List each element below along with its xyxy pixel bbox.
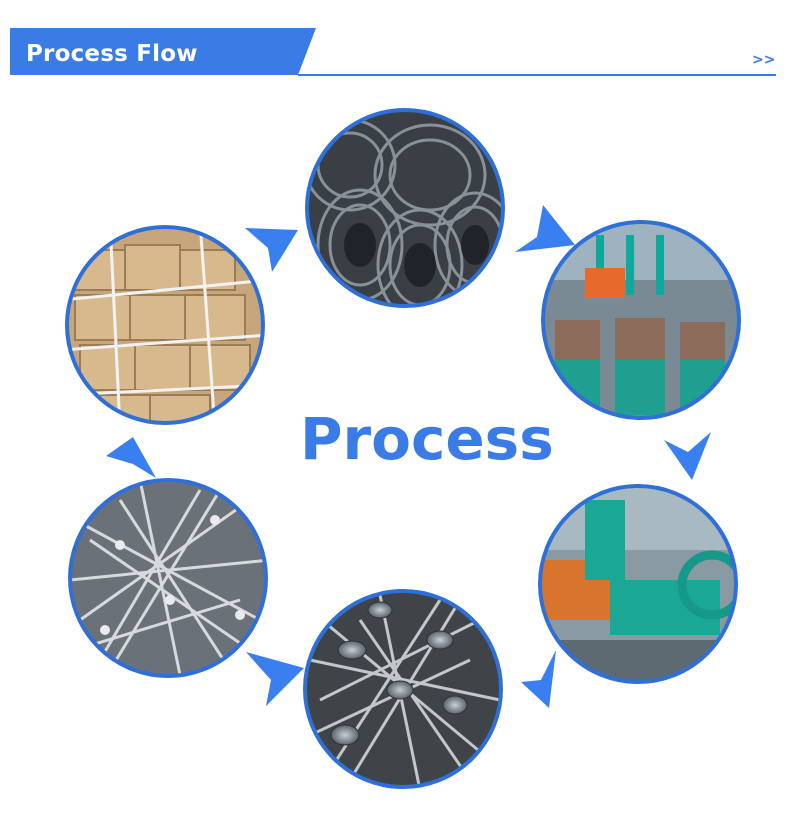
section-header: Process Flow >> [0,0,800,90]
section-title: Process Flow [26,41,198,67]
flow-arrow-icon [521,650,556,708]
step-photo-galvanized-nails [68,478,268,678]
header-underline [298,74,776,76]
step-photo-packaging [65,225,265,425]
step-photo-nail-making [538,484,738,684]
flow-arrow-icon [515,205,575,252]
more-link[interactable]: >> [752,52,776,68]
flow-arrow-icon [245,228,298,272]
step-photo-wire-drawing [541,220,741,420]
step-photo-umbrella-nails [303,589,503,789]
center-title: Process [300,405,554,473]
flow-arrow-icon [664,432,711,480]
flow-arrow-icon [106,437,156,478]
flow-arrow-icon [246,652,304,706]
section-title-tab [10,28,316,75]
step-photo-wire-rod [305,108,505,308]
